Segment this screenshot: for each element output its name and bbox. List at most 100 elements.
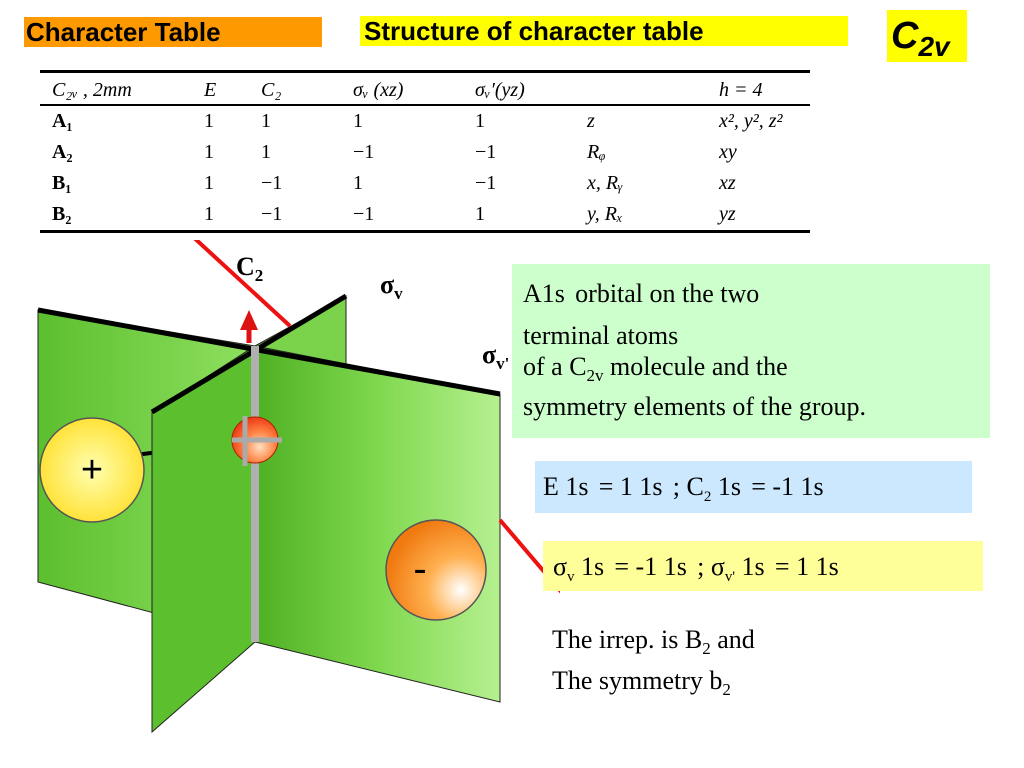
table-header-row: C₂ᵥ , 2mm E C₂ σᵥ (xz) σᵥ′(yz) h = 4 (40, 70, 810, 106)
table-cell: −1 (249, 199, 341, 233)
description-box: A1s orbital on the two terminal atoms of… (512, 264, 990, 438)
text-fragment: 1s (735, 552, 765, 581)
c2-arrow-head (240, 310, 258, 330)
description-line: of a C2v molecule and the (523, 351, 990, 391)
text-fragment: ; (690, 552, 711, 581)
structure-label: Structure of character table (360, 16, 848, 46)
minus-sign: - (413, 547, 426, 591)
text-fragment: 1s (574, 552, 605, 581)
linear-function: x, Rᵧ (587, 172, 623, 194)
linear-function: Rᵩ (587, 141, 606, 163)
text-fragment: molecule and the (603, 352, 788, 382)
linear-function: z (587, 110, 595, 132)
conclusion-line: The symmetry b2 (552, 665, 755, 706)
description-line: terminal atoms (523, 321, 679, 351)
text-fragment: The symmetry b (552, 666, 723, 696)
text-subscript: 2v (586, 366, 604, 386)
text-fragment: = 1 1s (768, 552, 839, 581)
table-header-cell: σᵥ′(yz) (463, 70, 575, 106)
conclusion-line: The irrep. is B2 and (552, 624, 755, 665)
text-fragment: and (710, 625, 755, 654)
text-subscript: 2 (722, 680, 731, 700)
text-fragment: A (523, 279, 542, 308)
text-subscript: v (567, 569, 575, 586)
operation-results-box-1: E 1s = 1 1s ; C2 1s = -1 1s (535, 461, 972, 513)
pointer-to-conclusion (498, 518, 560, 594)
table-cell: −1 (261, 172, 283, 194)
table-header-cell: C₂ (249, 70, 341, 106)
table-row: A₁ 1 1 1 1 z x², y², z² (40, 105, 810, 137)
table-cell: −1 (353, 141, 375, 163)
text-fragment: = -1 1s (744, 472, 824, 501)
text-fragment: = 1 1s (592, 472, 663, 501)
character-table-label: Character Table (24, 17, 322, 47)
text-fragment: of a C (523, 352, 587, 382)
table-cell: 1 (475, 110, 485, 132)
symmetry-diagram: + - (37, 240, 560, 734)
sigma-v-prime-label: σv' (482, 340, 509, 374)
text-fragment: E 1s (543, 472, 589, 501)
text-subscript: 2 (703, 489, 712, 506)
negative-lobe (385, 519, 487, 621)
c2-label-sub: 2 (254, 266, 264, 286)
table-cell: 1 (204, 141, 214, 163)
table-header-cell: σᵥ (xz) (341, 70, 463, 106)
table-cell: 1 (204, 172, 214, 194)
table-header-cell: E (192, 70, 249, 106)
point-group-subscript: 2v (918, 31, 950, 62)
sigma-v-sub: v (394, 284, 403, 304)
sigma-v-prime-sub: v' (496, 354, 510, 374)
text-fragment: The irrep. is B (552, 625, 703, 654)
c2-label-main: C (236, 252, 255, 281)
table-cell: 1 (192, 199, 249, 233)
quadratic-function: xz (719, 172, 736, 194)
description-line: symmetry elements of the group. (523, 392, 866, 422)
table-row: A₂ 1 1 −1 −1 Rᵩ xy (40, 137, 810, 168)
plane-top-edge-back (37, 307, 501, 397)
text-fragment: σ (553, 552, 568, 581)
text-fragment: = -1 1s (607, 552, 687, 581)
irrep-label: B₁ (52, 172, 72, 194)
description-line: A1s orbital on the two (523, 278, 990, 320)
conclusion-text: The irrep. is B2 and The symmetry b2 (552, 624, 755, 706)
table-cell: 1 (353, 172, 363, 194)
irrep-label: A₁ (52, 110, 73, 132)
table-cell: 1 (261, 141, 271, 163)
table-cell: 1 (463, 199, 575, 233)
table-header-cell: C₂ᵥ , 2mm (40, 70, 192, 106)
table-header-cell: h = 4 (707, 70, 810, 106)
character-table: C₂ᵥ , 2mm E C₂ σᵥ (xz) σᵥ′(yz) h = 4 A₁ … (40, 70, 810, 233)
text-fragment: ; C (666, 472, 704, 501)
quadratic-function: yz (707, 199, 810, 233)
text-fragment: σ (710, 552, 725, 581)
irrep-label: A₂ (52, 141, 73, 163)
table-cell: 1 (261, 110, 271, 132)
table-cell: 1 (204, 110, 214, 132)
sigma-v-label: σv (380, 270, 403, 304)
sigma-v-symbol: σ (380, 270, 395, 299)
sigma-v-prime-symbol: σ (482, 340, 497, 369)
table-cell: 1 (353, 110, 363, 132)
plus-sign: + (81, 449, 103, 491)
text-fragment: orbital on the two (568, 279, 760, 308)
operation-results-box-2: σv 1s = -1 1s ; σv' 1s = 1 1s (543, 541, 983, 591)
text-subscript: 2 (702, 639, 711, 659)
table-header-cell (575, 70, 707, 106)
table-cell: −1 (475, 141, 497, 163)
irrep-label: B₂ (40, 199, 192, 233)
text-subscript: v' (724, 569, 736, 586)
c2-axis-label: C2 (236, 252, 263, 286)
plane-top-edge-front (150, 293, 348, 415)
table-cell: −1 (341, 199, 463, 233)
text-fragment: 1s (541, 279, 565, 308)
point-group-label: C2v (887, 10, 967, 62)
quadratic-function: xy (719, 141, 737, 163)
quadratic-function: x², y², z² (719, 110, 783, 132)
table-row: B₁ 1 −1 1 −1 x, Rᵧ xz (40, 168, 810, 199)
linear-function: y, Rₓ (575, 199, 707, 233)
positive-lobe (39, 417, 145, 523)
text-fragment: 1s (711, 472, 741, 501)
pointer-to-a1 (193, 240, 292, 328)
sigma-v-prime-plane-front (254, 345, 501, 703)
table-cell: −1 (475, 172, 497, 194)
